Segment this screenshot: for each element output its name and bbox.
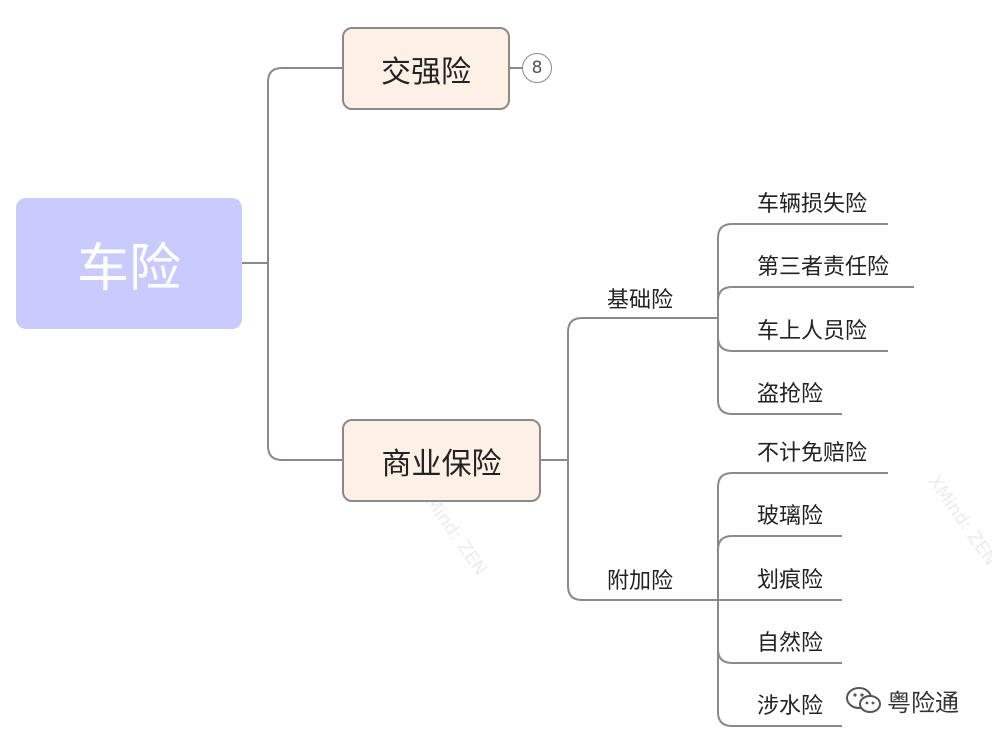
badge-count: 8 xyxy=(531,58,543,78)
leaf-topic[interactable]: 自然险 xyxy=(757,631,824,656)
leaf-topic[interactable]: 盗抢险 xyxy=(757,382,824,407)
leaf-topic[interactable]: 不计免赔险 xyxy=(757,441,868,466)
leaf-topic[interactable]: 划痕险 xyxy=(757,568,824,593)
subtopic-fujiaxian[interactable]: 附加险 xyxy=(607,569,674,594)
root-topic-label: 车险 xyxy=(76,239,181,299)
subtopic-jichuxian[interactable]: 基础险 xyxy=(607,288,674,313)
footer-brand-name: 粤险通 xyxy=(887,689,959,717)
root-topic[interactable]: 车险 xyxy=(16,198,242,329)
topic-shangye-baoxian[interactable]: 商业保险 xyxy=(342,419,541,502)
leaf-topic[interactable]: 玻璃险 xyxy=(757,504,824,529)
leaf-topic[interactable]: 车上人员险 xyxy=(757,319,868,344)
topic-label: 商业保险 xyxy=(381,446,502,482)
collapsed-count-badge[interactable]: 8 xyxy=(522,53,552,83)
topic-jiaoqiangxian[interactable]: 交强险 xyxy=(342,27,510,110)
leaf-topic[interactable]: 涉水险 xyxy=(757,694,824,719)
wechat-icon xyxy=(846,686,881,713)
leaf-topic[interactable]: 第三者责任险 xyxy=(757,255,890,280)
topic-label: 交强险 xyxy=(381,54,471,90)
footer-brand: 粤险通 xyxy=(845,683,959,718)
leaf-topic[interactable]: 车辆损失险 xyxy=(757,192,868,217)
